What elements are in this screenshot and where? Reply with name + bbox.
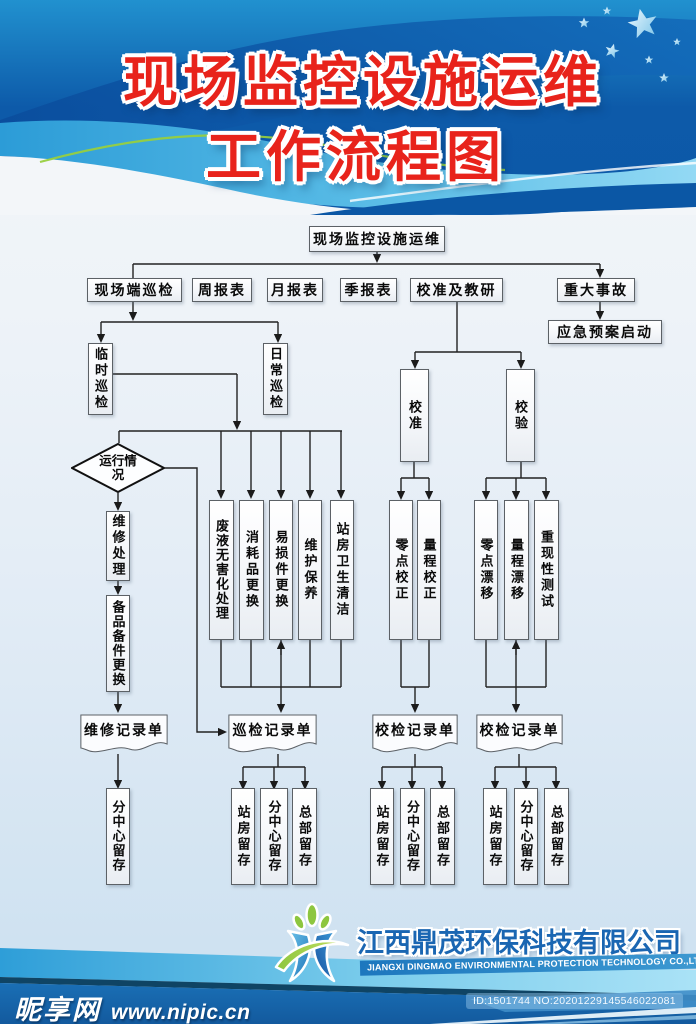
flow-node-branch-retention-1: 分中心留存 (106, 788, 130, 885)
flow-node-calibration-record-2: 校检记录单 (476, 714, 563, 756)
flow-node-maintenance: 维护保养 (298, 500, 322, 640)
company-name-cn: 江西鼎茂环保科技有限公司 (357, 928, 681, 958)
flow-node-span-drift: 量程漂移 (504, 500, 529, 640)
flow-node-calibration: 校准 (400, 369, 429, 462)
flow-node-zero-drift: 零点漂移 (474, 500, 498, 640)
flow-node-branch-retention-2: 分中心留存 (260, 788, 288, 885)
flow-node-major-accident: 重大事故 (557, 278, 635, 302)
flow-node-repeatability-test: 重现性测试 (534, 500, 559, 640)
flow-node-station-cleaning: 站房卫生清洁 (330, 500, 354, 640)
flow-node-calibration-research: 校准及教研 (410, 278, 503, 302)
flow-node-daily-inspection: 日常巡检 (263, 343, 288, 415)
flow-node-inspection-record: 巡检记录单 (228, 714, 317, 756)
flow-node-calibration-record-1: 校检记录单 (372, 714, 458, 756)
flow-decision-operation-status: 运行情况 (71, 443, 165, 493)
flow-node-monthly-report: 月报表 (267, 278, 323, 302)
watermark-site-name: 昵享网 (14, 995, 101, 1024)
footer-wave-art (0, 948, 696, 1024)
flow-node-station-retention-2: 站房留存 (231, 788, 255, 885)
flow-node-branch-retention-3: 分中心留存 (400, 788, 425, 885)
flow-node-hq-retention-2: 总部留存 (292, 788, 317, 885)
flow-node-branch-retention-4: 分中心留存 (514, 788, 538, 885)
flow-node-span-correction: 量程校正 (417, 500, 441, 640)
flow-node-quarterly-report: 季报表 (340, 278, 397, 302)
flow-node-consumables-replacement: 消耗品更换 (239, 500, 264, 640)
watermark-site: 昵享网 www.nipic.cn (14, 988, 250, 1024)
flow-node-spare-parts-replacement: 备品备件更换 (106, 595, 130, 692)
poster-title-line1: 现场监控设施运维 (122, 51, 603, 113)
flow-node-waste-liquid-treatment: 废液无害化处理 (209, 500, 234, 640)
flow-node-station-retention-4: 站房留存 (483, 788, 507, 885)
flow-node-emergency-plan: 应急预案启动 (548, 320, 662, 344)
flow-node-verification: 校验 (506, 369, 535, 462)
watermark-site-url: www.nipic.cn (111, 1001, 251, 1024)
flow-node-station-retention-3: 站房留存 (370, 788, 394, 885)
poster-title-line2: 工作流程图 (205, 126, 506, 188)
header-wave-art (0, 0, 696, 215)
flow-node-site-inspection: 现场端巡检 (87, 278, 182, 302)
flow-node-wearing-parts-replacement: 易损件更换 (269, 500, 293, 640)
flow-node-hq-retention-4: 总部留存 (544, 788, 569, 885)
flow-node-weekly-report: 周报表 (192, 278, 252, 302)
flow-node-zero-correction: 零点校正 (389, 500, 413, 640)
flow-node-temp-inspection: 临时巡检 (88, 343, 113, 415)
flow-node-root: 现场监控设施运维 (309, 226, 445, 252)
flow-node-hq-retention-3: 总部留存 (430, 788, 455, 885)
watermark-id-badge: ID:1501744 NO:20201229145546022081 (466, 993, 683, 1009)
company-logo (274, 902, 350, 983)
flow-node-repair-handling: 维修处理 (106, 511, 130, 581)
flow-node-repair-record: 维修记录单 (80, 714, 168, 756)
flowchart-connectors (96, 252, 605, 790)
